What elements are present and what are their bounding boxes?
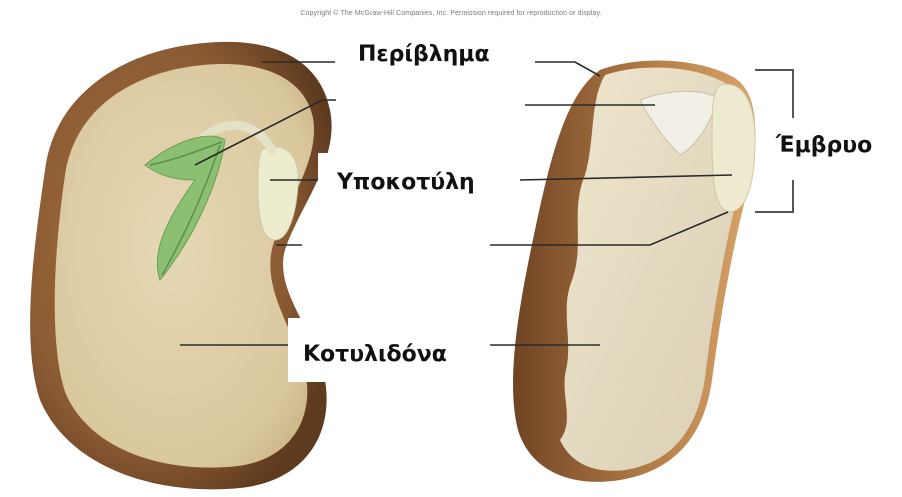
label-cotyledon: Κοτυλιδόνα [303,344,447,366]
seed-coat-line-right [535,62,600,76]
right-hypocotyl-shape [712,84,755,212]
right-seed [513,61,755,482]
left-seed [30,42,331,490]
label-seed-coat: Περίβλημα [358,44,490,66]
label-panel-radicle [302,226,490,266]
label-hypocotyl: Υποκοτύλη [337,172,475,194]
label-panel-left-top [337,88,525,124]
label-embryo: Έμβρυο [776,135,872,157]
